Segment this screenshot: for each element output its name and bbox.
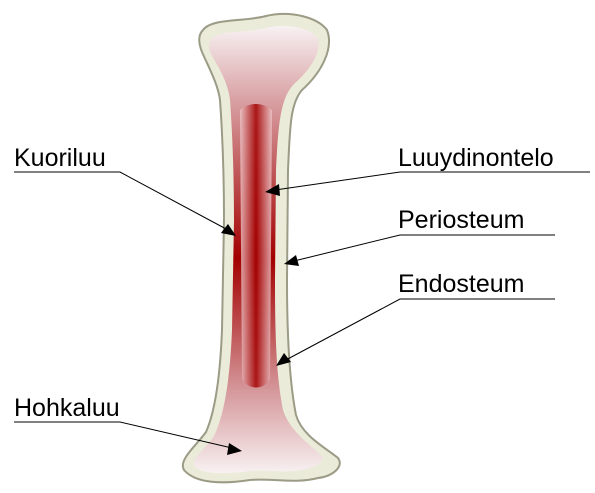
leader-endosteum (284, 299, 555, 361)
label-luuydinontelo: Luuydinontelo (398, 144, 554, 172)
leader-periosteum (294, 235, 555, 261)
label-periosteum: Periosteum (398, 206, 524, 234)
marrow-cavity-core (240, 104, 272, 388)
leader-luuydinontelo (275, 172, 590, 190)
label-endosteum: Endosteum (398, 270, 524, 298)
label-hohkaluu: Hohkaluu (14, 394, 120, 422)
leader-kuoriluu (14, 172, 228, 230)
label-kuoriluu: Kuoriluu (14, 144, 106, 172)
